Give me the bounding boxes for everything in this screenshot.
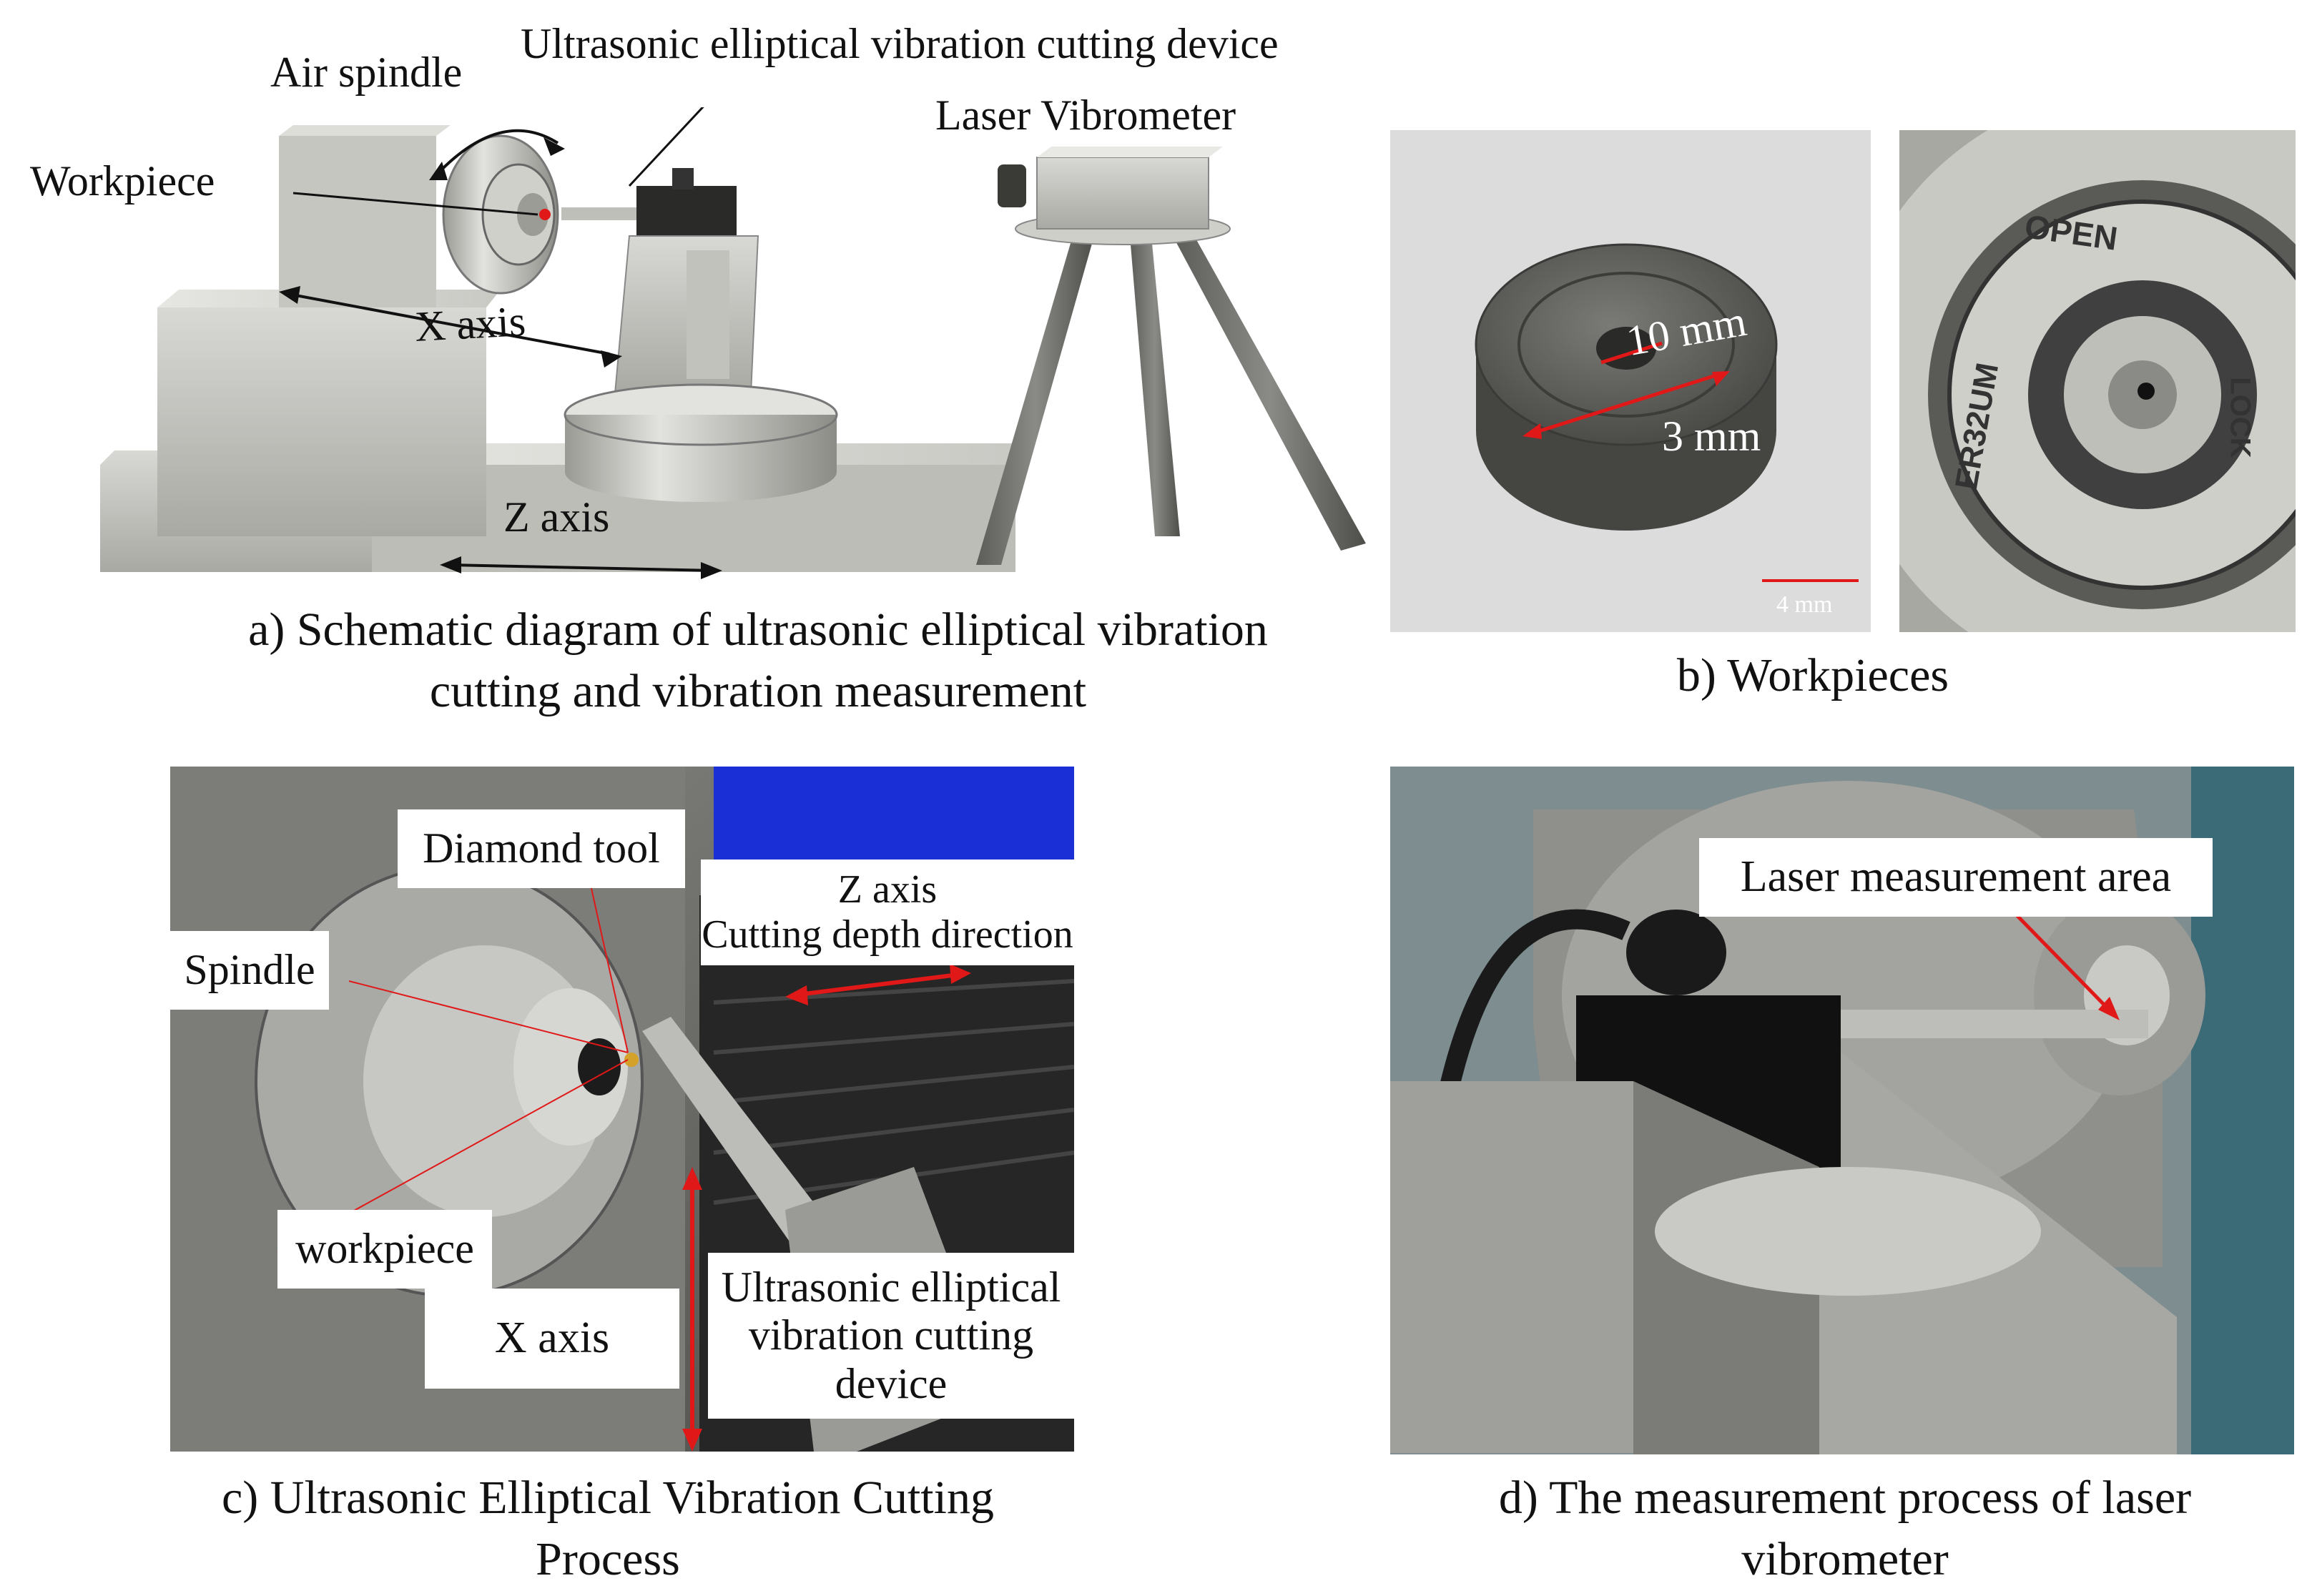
label-dim-3mm: 3 mm: [1662, 413, 1761, 460]
label-laser-vibrometer: Laser Vibrometer: [935, 92, 1236, 139]
panel-a-schematic: [100, 107, 1373, 593]
label-diamond-tool: Diamond tool: [398, 809, 685, 888]
caption-d-line2: vibrometer: [1741, 1532, 1949, 1585]
label-chuck-lock: LOCK: [2224, 377, 2256, 458]
caption-c-line1: c) Ultrasonic Elliptical Vibration Cutti…: [222, 1472, 994, 1524]
caption-c: c) Ultrasonic Elliptical Vibration Cutti…: [143, 1467, 1073, 1590]
label-z-axis-line2: Cutting depth direction: [702, 912, 1073, 957]
caption-d-line1: d) The measurement process of laser: [1498, 1472, 2192, 1524]
caption-a-line2: cutting and vibration measurement: [429, 664, 1087, 717]
label-workpiece: Workpiece: [30, 157, 215, 205]
label-x-axis: X axis: [413, 297, 527, 351]
label-scale-bar: 4 mm: [1776, 591, 1833, 618]
label-x-axis-c: X axis: [425, 1289, 679, 1389]
chuck-illustration: [1899, 130, 2296, 632]
caption-d: d) The measurement process of laser vibr…: [1402, 1467, 2288, 1590]
label-air-spindle: Air spindle: [270, 49, 463, 96]
label-device-line3: device: [835, 1359, 948, 1407]
label-uevc-device: Ultrasonic elliptical vibration cutting …: [521, 20, 1279, 67]
workpiece-illustration: [1390, 130, 1871, 632]
caption-a-line1: a) Schematic diagram of ultrasonic ellip…: [248, 604, 1268, 656]
panel-d-measurement-photo: Laser measurement area: [1390, 767, 2294, 1454]
caption-a: a) Schematic diagram of ultrasonic ellip…: [114, 599, 1402, 722]
measurement-illustration: [1390, 767, 2294, 1454]
label-workpiece-c: workpiece: [277, 1210, 492, 1289]
label-laser-measurement-area: Laser measurement area: [1699, 838, 2213, 917]
caption-b: b) Workpieces: [1676, 649, 1949, 701]
label-device-line2: vibration cutting: [748, 1311, 1034, 1359]
panel-b-workpiece-photo: 10 mm 3 mm 4 mm: [1390, 130, 1871, 632]
label-z-axis-c: Z axis Cutting depth direction: [701, 859, 1074, 965]
label-z-axis: Z axis: [503, 493, 610, 541]
label-device-line1: Ultrasonic elliptical: [721, 1264, 1061, 1311]
panel-c-cutting-photo: Diamond tool Spindle workpiece X axis Z …: [170, 767, 1074, 1452]
caption-c-line2: Process: [536, 1532, 680, 1585]
schematic-illustration: [100, 107, 1366, 579]
label-uevc-device-c: Ultrasonic elliptical vibration cutting …: [708, 1253, 1074, 1419]
label-spindle: Spindle: [170, 931, 329, 1010]
panel-b-chuck-photo: OPEN LOCK ER32UM: [1899, 130, 2296, 632]
label-z-axis-line1: Z axis: [837, 867, 938, 912]
